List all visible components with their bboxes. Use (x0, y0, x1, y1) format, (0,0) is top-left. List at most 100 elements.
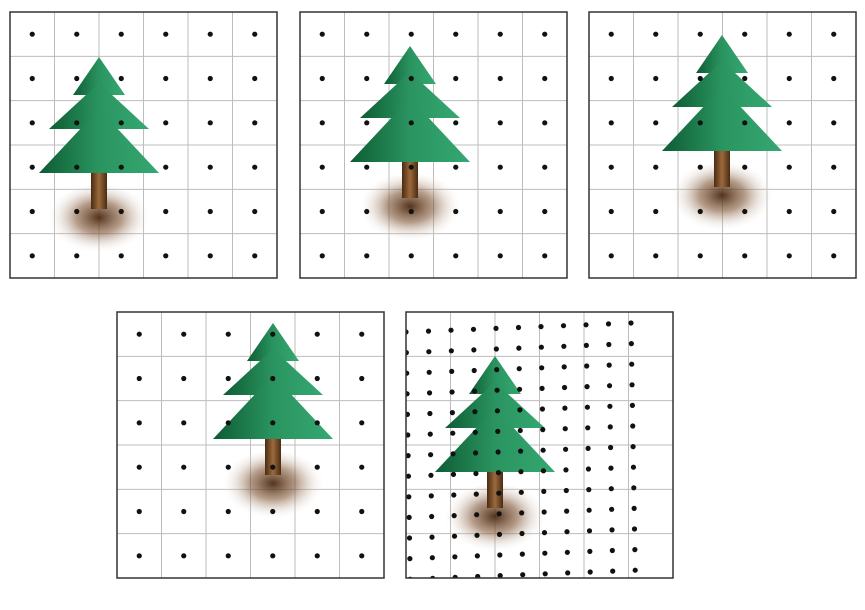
tree-tier-1 (384, 46, 436, 84)
grid-dot (136, 331, 142, 337)
grid-dot (270, 553, 276, 559)
grid-dot (163, 208, 169, 215)
grid-dot (136, 508, 142, 515)
grid-dot (631, 505, 637, 511)
grid-dot (406, 494, 412, 500)
grid-dot (408, 164, 414, 170)
grid-dot (697, 253, 703, 259)
ground-shadow (443, 484, 547, 556)
grid-dot (471, 367, 477, 374)
grid-dot (541, 509, 547, 515)
grid-dot (74, 164, 80, 170)
grid-dot (364, 31, 370, 37)
grid-dot (831, 164, 837, 170)
grid-dot (319, 164, 325, 170)
grid-dot (181, 553, 187, 559)
grid-dot (252, 120, 258, 126)
grid-dot (562, 426, 568, 432)
grid-dot (406, 535, 413, 541)
grid-dot (136, 553, 142, 559)
tree-trunk (402, 156, 418, 198)
grid-dot (429, 534, 435, 540)
grid-dot (517, 427, 523, 434)
grid-dot (252, 75, 258, 82)
grid-dot (448, 327, 454, 333)
grid-dot (314, 420, 320, 426)
grid-dot (605, 321, 612, 327)
ground-shadow (47, 185, 151, 257)
grid-dot (118, 208, 124, 215)
grid-dot (163, 31, 169, 37)
grid-dot (586, 528, 593, 534)
panel-border (9, 11, 278, 279)
dot-grid (319, 31, 548, 259)
grid-dot (364, 120, 370, 126)
grid-dot (516, 345, 522, 351)
grid-dot (541, 530, 548, 536)
grid-dot (314, 331, 320, 337)
grid-dot (74, 75, 80, 82)
grid-dot (449, 410, 455, 416)
grid-dot (29, 75, 35, 82)
grid-dot (314, 553, 320, 559)
tree-tier-2 (360, 72, 460, 118)
pine-tree-icon (213, 323, 333, 523)
ground-shadow (670, 163, 774, 235)
panel-1 (9, 11, 278, 279)
grid-dot (473, 450, 479, 456)
grid-dot (118, 164, 124, 170)
grid-dot (542, 571, 548, 577)
grid-dot (163, 75, 169, 82)
grid-dot (450, 430, 456, 436)
grid-dot (497, 208, 503, 215)
grid-dot (561, 343, 567, 349)
tree-trunk (714, 145, 730, 187)
pine-tree-icon (435, 356, 555, 556)
grid-dot (540, 468, 547, 474)
grid-dot (632, 567, 638, 573)
grid-dot (606, 341, 612, 348)
grid-dot (496, 511, 502, 517)
grid-dot (163, 164, 169, 170)
grid-dot (831, 120, 837, 126)
grid-dot (560, 323, 567, 329)
grid-dot (632, 547, 638, 553)
grid-dot (742, 208, 748, 215)
grid-dot (429, 513, 435, 520)
grid-dot (539, 365, 545, 371)
grid-dot (319, 208, 325, 215)
panel-2 (299, 11, 568, 279)
grid-dot (607, 424, 613, 430)
grid-dot (471, 347, 477, 353)
grid-dot (319, 31, 325, 37)
grid-dot (426, 369, 432, 375)
grid-dot (270, 420, 276, 426)
dot-grid (608, 31, 837, 259)
grid-dot (408, 208, 414, 215)
grid-dot (742, 75, 748, 82)
grid-dot (564, 529, 570, 535)
tree-tier-3 (350, 98, 470, 162)
grid-dot (540, 427, 546, 433)
tree-tier-1 (696, 35, 748, 73)
grid-dot (451, 492, 457, 498)
grid-dot (583, 342, 589, 348)
grid-dot (587, 548, 593, 555)
grid-dot (407, 556, 413, 562)
grid-dot (449, 389, 455, 395)
grid-dot (252, 164, 258, 170)
grid-dot (493, 346, 499, 352)
grid-dot (427, 431, 433, 437)
grid-dot (495, 449, 501, 455)
grid-dot (314, 508, 320, 515)
grid-dot (474, 512, 480, 518)
tree-trunk (487, 466, 503, 508)
grid-dot (359, 420, 365, 426)
grid-dot (542, 208, 548, 215)
grid-dot (453, 31, 459, 37)
grid-dot (631, 485, 637, 491)
tree-tier-3 (213, 375, 333, 439)
grid-dot (427, 410, 433, 417)
grid-dot (542, 75, 548, 82)
grid-dot (364, 208, 370, 215)
